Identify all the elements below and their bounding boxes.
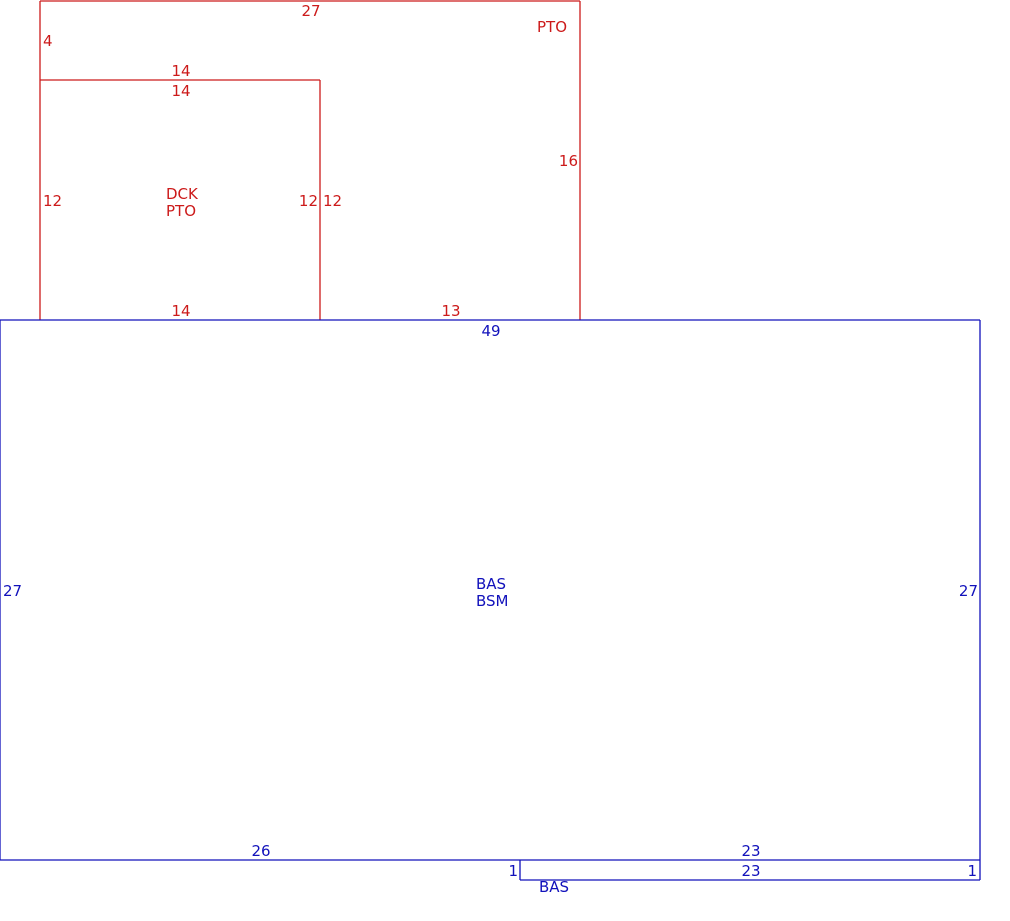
patio-right-dim: 16 bbox=[559, 152, 578, 170]
deck-bottom-dim: 14 bbox=[171, 302, 190, 320]
deck-right-inner-dim: 12 bbox=[299, 192, 318, 210]
base-bottom-left-dim: 26 bbox=[251, 842, 270, 860]
bump-label: BAS bbox=[539, 878, 569, 896]
base-label-line1: BAS bbox=[476, 575, 506, 593]
bump-top-dim: 23 bbox=[741, 862, 760, 880]
deck-right-outer-dim: 12 bbox=[323, 192, 342, 210]
base-label-line2: BSM bbox=[476, 592, 509, 610]
bump-left-dim: 1 bbox=[508, 862, 518, 880]
base-outline bbox=[0, 319, 981, 881]
deck-top-inner-dim: 14 bbox=[171, 82, 190, 100]
deck-label-line2: PTO bbox=[166, 202, 196, 220]
patio-label: PTO bbox=[537, 18, 567, 36]
deck-left-dim: 12 bbox=[43, 192, 62, 210]
base-right-dim: 27 bbox=[959, 582, 978, 600]
base-top-dim: 49 bbox=[481, 322, 500, 340]
base-left-dim: 27 bbox=[3, 582, 22, 600]
bump-right-dim: 1 bbox=[967, 862, 977, 880]
base-bottom-right-dim: 23 bbox=[741, 842, 760, 860]
deck-top-outer-dim: 14 bbox=[171, 62, 190, 80]
patio-left-dim: 4 bbox=[43, 32, 53, 50]
patio-outline bbox=[39, 0, 581, 320]
deck-label-line1: DCK bbox=[166, 185, 199, 203]
patio-top-dim: 27 bbox=[301, 2, 320, 20]
patio-bottom-dim: 13 bbox=[441, 302, 460, 320]
